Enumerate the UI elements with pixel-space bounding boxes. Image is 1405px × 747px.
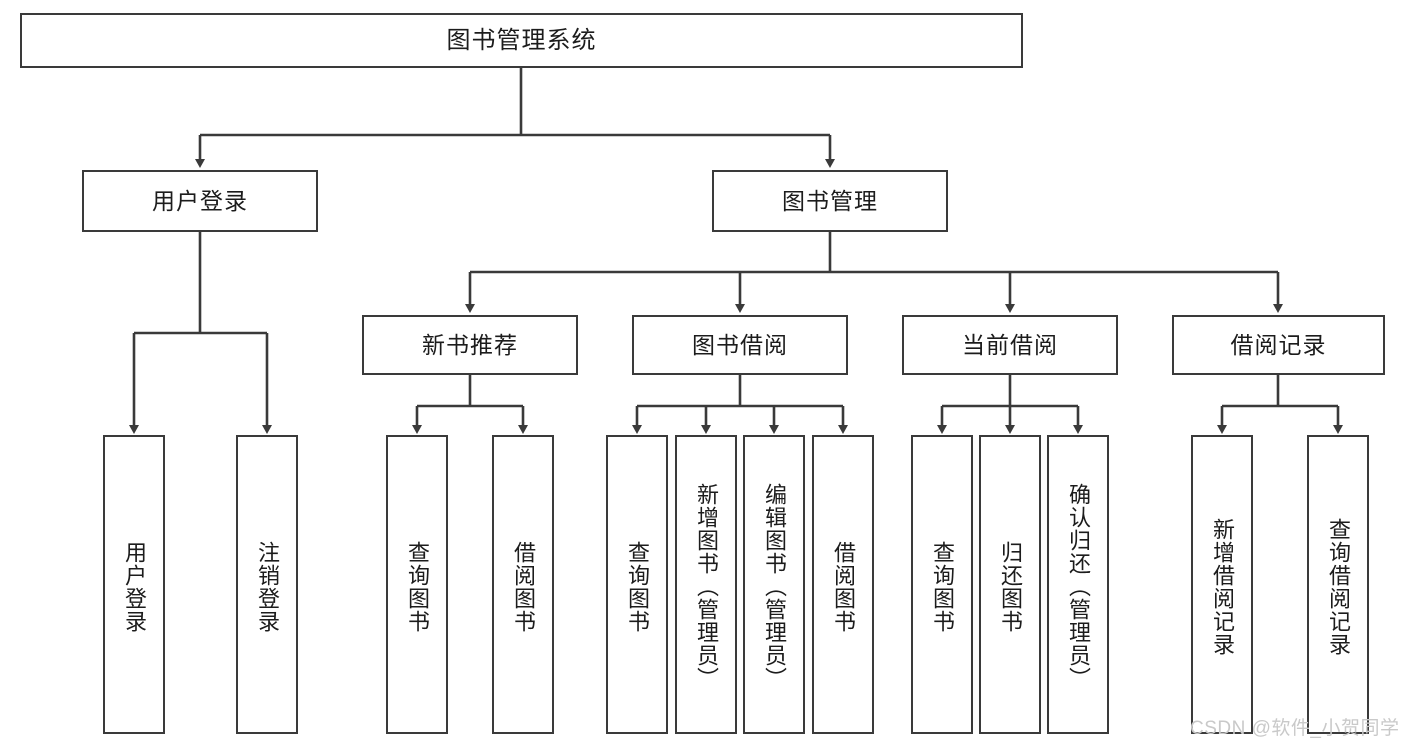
leaf-query-book-2-label: 查询图书 (624, 540, 650, 633)
node-root[interactable]: 图书管理系统 (20, 13, 1023, 68)
leaf-return-book-label: 归还图书 (997, 540, 1023, 633)
leaf-logout-label: 注销登录 (254, 540, 280, 633)
node-user-login-label: 用户登录 (152, 187, 248, 214)
edges-newbook-to-leaves (412, 375, 528, 434)
node-book-borrow-label: 图书借阅 (692, 331, 788, 358)
leaf-logout[interactable]: 注销登录 (236, 435, 298, 734)
leaf-borrow-book-1[interactable]: 借阅图书 (492, 435, 554, 734)
leaf-confirm-return-label: 确认归还（管理员） (1065, 483, 1091, 690)
node-new-book-recommend-label: 新书推荐 (422, 331, 518, 358)
leaf-add-book[interactable]: 新增图书（管理员） (675, 435, 737, 734)
leaf-user-login-label: 用户登录 (121, 540, 147, 633)
node-book-manage-label: 图书管理 (782, 187, 878, 214)
node-root-label: 图书管理系统 (446, 26, 597, 54)
node-book-borrow[interactable]: 图书借阅 (632, 315, 848, 375)
leaf-query-record-label: 查询借阅记录 (1325, 517, 1351, 656)
node-current-borrow-label: 当前借阅 (962, 331, 1058, 358)
leaf-add-record-label: 新增借阅记录 (1209, 517, 1235, 656)
leaf-add-book-label: 新增图书（管理员） (693, 483, 719, 690)
edges-bookmanage-to-level3 (465, 232, 1283, 313)
leaf-user-login[interactable]: 用户登录 (103, 435, 165, 734)
node-borrow-record[interactable]: 借阅记录 (1172, 315, 1385, 375)
leaf-query-book-3[interactable]: 查询图书 (911, 435, 973, 734)
node-borrow-record-label: 借阅记录 (1230, 331, 1327, 358)
leaf-edit-book-label: 编辑图书（管理员） (761, 483, 787, 690)
leaf-query-record[interactable]: 查询借阅记录 (1307, 435, 1369, 734)
edges-currentborrow-to-leaves (937, 375, 1083, 434)
node-book-manage[interactable]: 图书管理 (712, 170, 948, 232)
leaf-query-book-1[interactable]: 查询图书 (386, 435, 448, 734)
csdn-watermark: CSDN @软件_小贺同学 (1190, 718, 1400, 739)
edges-root-to-level2 (195, 68, 835, 168)
leaf-add-record[interactable]: 新增借阅记录 (1191, 435, 1253, 734)
leaf-confirm-return[interactable]: 确认归还（管理员） (1047, 435, 1109, 734)
leaf-query-book-2[interactable]: 查询图书 (606, 435, 668, 734)
edges-userlogin-to-leaves (129, 232, 272, 434)
node-user-login[interactable]: 用户登录 (82, 170, 318, 232)
leaf-borrow-book-1-label: 借阅图书 (510, 540, 536, 633)
leaf-query-book-1-label: 查询图书 (404, 540, 430, 633)
leaf-return-book[interactable]: 归还图书 (979, 435, 1041, 734)
leaf-borrow-book-2-label: 借阅图书 (830, 540, 856, 633)
leaf-edit-book[interactable]: 编辑图书（管理员） (743, 435, 805, 734)
leaf-query-book-3-label: 查询图书 (929, 540, 955, 633)
edges-borrowrecord-to-leaves (1217, 375, 1343, 434)
node-current-borrow[interactable]: 当前借阅 (902, 315, 1118, 375)
edges-bookborrow-to-leaves (632, 375, 848, 434)
leaf-borrow-book-2[interactable]: 借阅图书 (812, 435, 874, 734)
node-new-book-recommend[interactable]: 新书推荐 (362, 315, 578, 375)
